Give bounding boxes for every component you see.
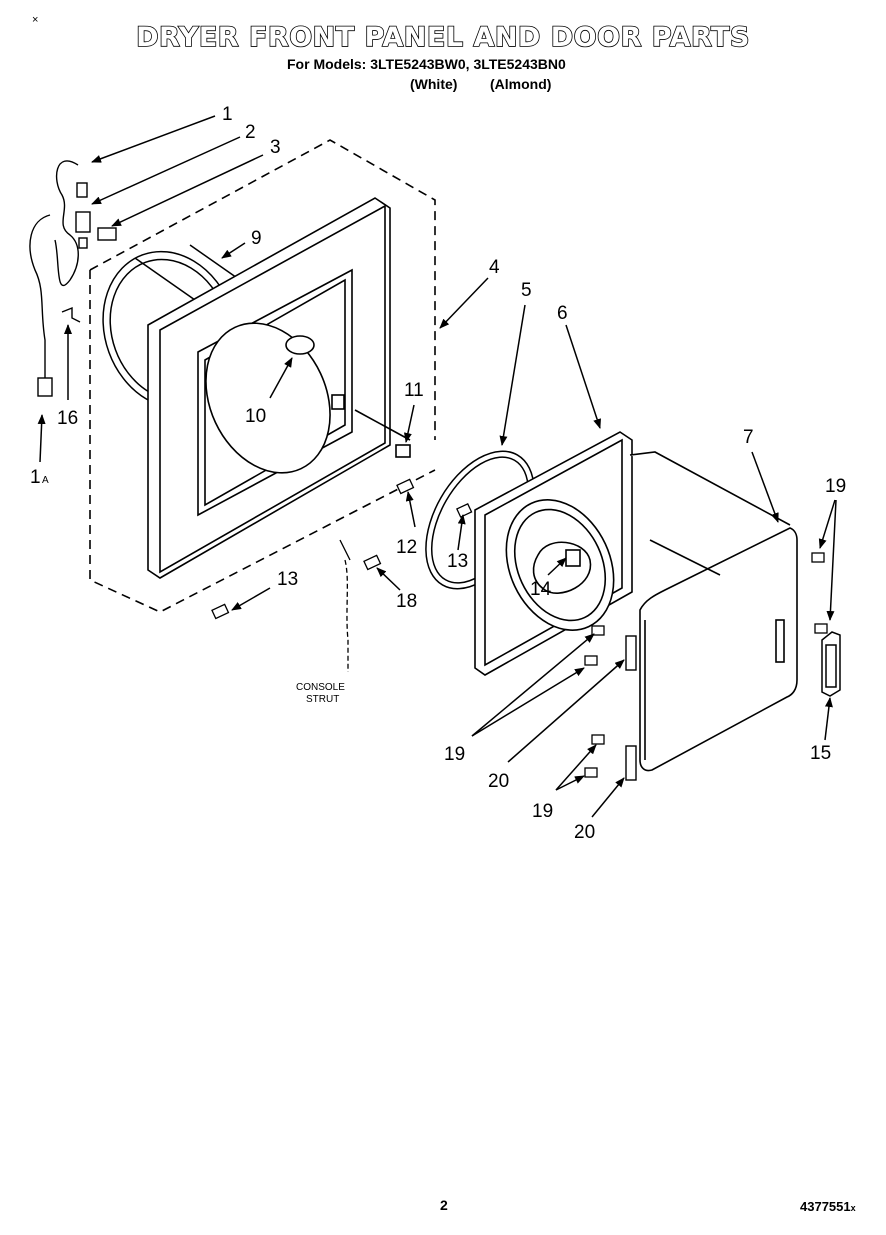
color-white-label: (White) bbox=[410, 76, 458, 92]
callout-16: 16 bbox=[57, 408, 78, 429]
inner-door-panel bbox=[474, 431, 633, 676]
callout-numbers: 1 2 3 4 5 6 7 9 10 11 12 13 13 14 15 16 … bbox=[30, 104, 846, 843]
color-almond-label: (Almond) bbox=[490, 76, 552, 92]
strut-label: STRUT bbox=[306, 694, 339, 705]
callout-13a: 13 bbox=[277, 569, 298, 590]
front-panel bbox=[147, 197, 411, 579]
outer-door bbox=[629, 451, 798, 772]
callout-7: 7 bbox=[743, 427, 754, 448]
page-title: DRYER FRONT PANEL AND DOOR PARTS bbox=[135, 21, 750, 54]
screws bbox=[211, 478, 828, 778]
console-label: CONSOLE bbox=[296, 682, 345, 693]
callout-6: 6 bbox=[557, 303, 568, 324]
document-number-value: 4377551 bbox=[800, 1199, 851, 1214]
callout-10: 10 bbox=[245, 406, 266, 427]
callout-4: 4 bbox=[489, 257, 500, 278]
callout-18: 18 bbox=[396, 591, 417, 612]
callout-11: 11 bbox=[404, 380, 424, 401]
callout-3: 3 bbox=[270, 137, 281, 158]
corner-mark: × bbox=[32, 14, 39, 26]
callout-19a: 19 bbox=[825, 476, 846, 497]
callout-2: 2 bbox=[245, 122, 256, 143]
callout-19b: 19 bbox=[444, 744, 465, 765]
callout-14: 14 bbox=[530, 579, 552, 600]
callout-1a-number: 1 bbox=[30, 467, 41, 488]
callout-19c: 19 bbox=[532, 801, 553, 822]
page-number: 2 bbox=[440, 1197, 448, 1213]
callout-9: 9 bbox=[251, 228, 262, 249]
document-number-suffix: x bbox=[850, 1203, 856, 1213]
cabinet-outline bbox=[89, 139, 436, 613]
leader-lines bbox=[37, 115, 837, 818]
callout-12: 12 bbox=[396, 537, 417, 558]
callout-13b: 13 bbox=[447, 551, 468, 572]
document-number: 4377551x bbox=[800, 1199, 856, 1214]
hinges bbox=[625, 635, 637, 781]
callout-1: 1 bbox=[222, 104, 233, 125]
models-line: For Models: 3LTE5243BW0, 3LTE5243BN0 bbox=[287, 56, 566, 72]
callout-5: 5 bbox=[521, 280, 532, 301]
callout-20b: 20 bbox=[574, 822, 595, 843]
callout-1a-letter: A bbox=[42, 475, 49, 486]
callout-20a: 20 bbox=[488, 771, 509, 792]
door-handle bbox=[821, 631, 841, 697]
callout-15: 15 bbox=[810, 743, 831, 764]
door-switch-harness bbox=[29, 160, 117, 397]
